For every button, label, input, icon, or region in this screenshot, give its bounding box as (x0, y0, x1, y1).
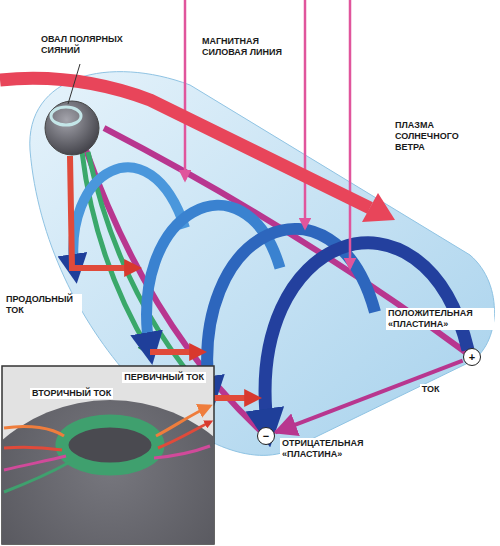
callout-label: ПЕРВИЧНЫЙ ТОК (122, 372, 206, 383)
longitudinal-current (150, 349, 200, 355)
magnetic-field-line (349, 0, 352, 268)
secondary-current (158, 422, 210, 448)
earth-cap (2, 400, 214, 544)
primary-current (156, 406, 210, 436)
edge-label: ТОК (420, 384, 442, 395)
polarity-circle: + (463, 348, 481, 366)
magnetic-field-line (304, 0, 307, 228)
callout-label: ВТОРИЧНЫЙ ТОК (30, 388, 113, 399)
solar-wind-arrow (0, 78, 370, 208)
auroral-oval (51, 107, 81, 125)
earth (45, 101, 99, 155)
polarity-sign: − (263, 431, 269, 442)
callout-label: ПОЛОЖИТЕЛЬНАЯ «ПЛАСТИНА» (386, 308, 494, 330)
inset (0, 366, 275, 546)
current-line (275, 361, 462, 433)
leader-line (68, 64, 80, 104)
primary-current (4, 426, 64, 436)
current-line (154, 446, 210, 458)
inset-auroral-oval (62, 421, 158, 469)
callout-label: ПРОДОЛЬНЫЙ ТОК (4, 294, 82, 316)
callout-label: ОТРИЦАТЕЛЬНАЯ «ПЛАСТИНА» (280, 438, 388, 460)
current-arch (265, 243, 468, 432)
magnetic-field-line (184, 0, 187, 180)
callout-label: ПЛАЗМА СОЛНЕЧНОГО ВЕТРА (393, 120, 477, 153)
callout-label: МАГНИТНАЯ СИЛОВАЯ ЛИНИЯ (200, 36, 294, 58)
current-arch (73, 167, 185, 272)
polarity-circle: − (257, 427, 275, 445)
solar-wind-arrowhead (362, 193, 395, 222)
longitudinal-current (70, 156, 135, 268)
inset-oval-inner (62, 421, 158, 469)
magnetopause-tail (30, 72, 495, 456)
polarity-sign: + (469, 352, 475, 363)
longitudinal-current (210, 395, 255, 401)
callout-label: ОВАЛ ПОЛЯРНЫХ СИЯНИЙ (39, 34, 133, 56)
secondary-current (4, 447, 62, 450)
current-line (4, 462, 70, 492)
